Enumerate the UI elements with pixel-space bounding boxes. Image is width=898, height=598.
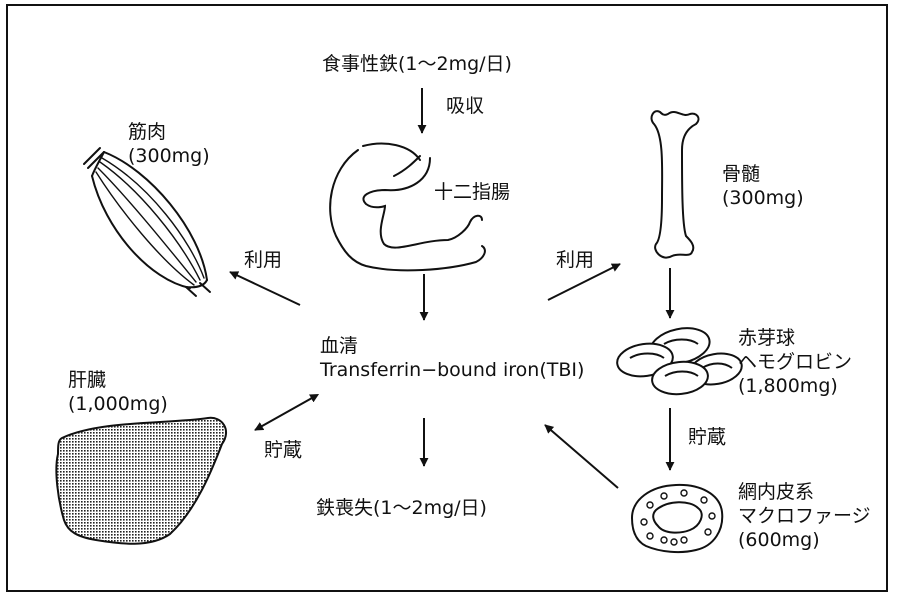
macrophage-label: 網内皮系 マクロファージ (600mg) xyxy=(738,480,871,552)
use-right-label: 利用 xyxy=(556,248,594,272)
serum-label: 血清 Transferrin−bound iron(TBI) xyxy=(320,334,584,382)
arrow-serum-liver-exchange xyxy=(255,398,312,430)
serum-subtitle: Transferrin−bound iron(TBI) xyxy=(320,358,584,382)
absorption-label: 吸収 xyxy=(446,94,484,118)
bone-drawing xyxy=(652,111,699,258)
muscle-amount: (300mg) xyxy=(128,144,210,168)
macrophage-drawing xyxy=(632,485,722,552)
duodenum-drawing xyxy=(330,144,485,271)
muscle-drawing xyxy=(84,148,210,296)
bone-marrow-name: 骨髄 xyxy=(722,162,804,186)
liver-drawing xyxy=(56,418,226,544)
arrow-serum-to-muscle xyxy=(230,272,300,305)
duodenum-label: 十二指腸 xyxy=(434,180,510,204)
storage-right-label: 貯蔵 xyxy=(688,425,726,449)
erythrocyte-drawing xyxy=(615,323,744,397)
muscle-name: 筋肉 xyxy=(128,120,210,144)
erythrocyte-line2: ヘモグロビン xyxy=(738,350,852,374)
storage-left-label: 貯蔵 xyxy=(264,438,302,462)
loss-label: 鉄喪失(1〜2mg/日) xyxy=(316,496,487,520)
muscle-label: 筋肉 (300mg) xyxy=(128,120,210,168)
erythrocyte-amount: (1,800mg) xyxy=(738,374,852,398)
erythrocyte-name: 赤芽球 xyxy=(738,326,852,350)
bone-marrow-label: 骨髄 (300mg) xyxy=(722,162,804,210)
macrophage-name: 網内皮系 xyxy=(738,480,871,504)
liver-name: 肝臓 xyxy=(68,368,168,392)
serum-name: 血清 xyxy=(320,334,584,358)
bone-marrow-amount: (300mg) xyxy=(722,186,804,210)
intake-label: 食事性鉄(1〜2mg/日) xyxy=(322,52,512,76)
macrophage-line2: マクロファージ xyxy=(738,504,871,528)
macrophage-amount: (600mg) xyxy=(738,528,871,552)
liver-label: 肝臓 (1,000mg) xyxy=(68,368,168,416)
use-left-label: 利用 xyxy=(244,248,282,272)
liver-amount: (1,000mg) xyxy=(68,392,168,416)
arrow-macrophage-to-serum xyxy=(545,425,618,488)
erythrocyte-label: 赤芽球 ヘモグロビン (1,800mg) xyxy=(738,326,852,398)
